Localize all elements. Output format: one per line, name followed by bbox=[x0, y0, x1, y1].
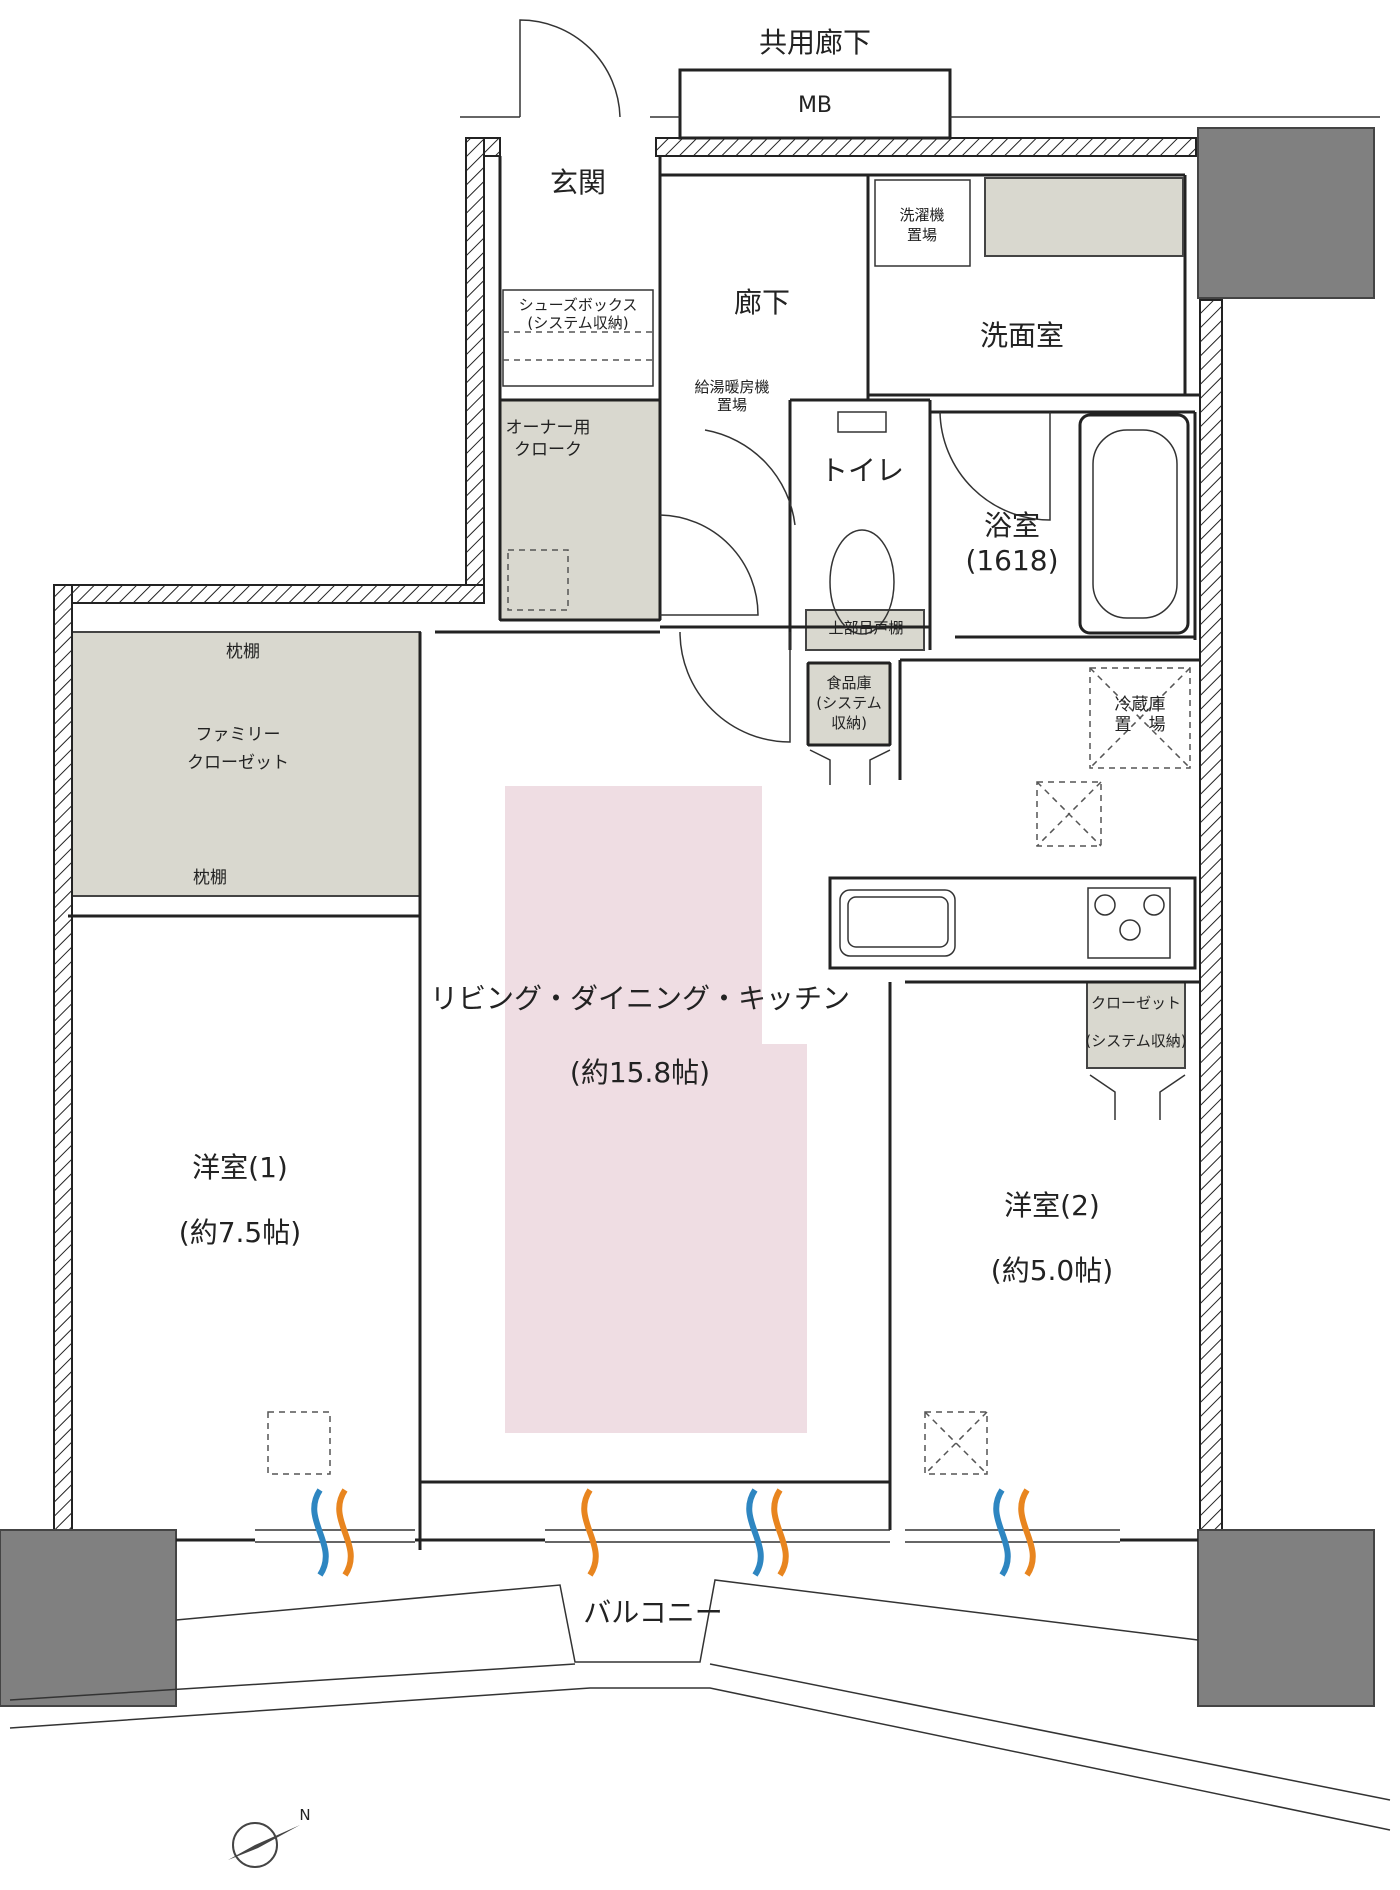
ldk-highlight bbox=[505, 786, 807, 1433]
label-ldk-size: (約15.8帖) bbox=[570, 1056, 710, 1089]
label-entrance: 玄関 bbox=[550, 166, 606, 199]
vanity-counter bbox=[984, 177, 1184, 257]
exterior-walls bbox=[53, 137, 1223, 1541]
label-shoe-box-sub: (システム収納) bbox=[527, 314, 628, 332]
owner-closet-area bbox=[499, 399, 661, 621]
label-mb: MB bbox=[798, 93, 832, 118]
label-toilet: トイレ bbox=[820, 454, 904, 487]
label-pillow-shelf-top: 枕棚 bbox=[226, 642, 260, 662]
mb-box bbox=[460, 68, 1380, 140]
entrance-door bbox=[519, 19, 621, 118]
label-western1: 洋室(1) bbox=[192, 1151, 288, 1184]
sink-icon bbox=[839, 889, 956, 957]
label-western2: 洋室(2) bbox=[1004, 1189, 1100, 1222]
airflow-icon bbox=[311, 1488, 1036, 1577]
label-bathroom: 浴室 bbox=[984, 509, 1040, 542]
closet2-area bbox=[1086, 981, 1186, 1069]
compass-icon bbox=[228, 1822, 300, 1868]
label-common-corridor: 共用廊下 bbox=[759, 26, 871, 59]
toilet-icon bbox=[829, 411, 895, 635]
kitchen-counter bbox=[828, 876, 1197, 970]
label-water-heater-sub: 置場 bbox=[717, 396, 747, 414]
label-western2-size: (約5.0帖) bbox=[991, 1254, 1113, 1287]
label-bathroom-size: (1618) bbox=[965, 544, 1058, 577]
label-family-closet-sub: クローゼット bbox=[187, 753, 289, 773]
stove-icon bbox=[1087, 887, 1171, 959]
label-balcony: バルコニー bbox=[583, 1596, 722, 1629]
label-closet2: クローゼット bbox=[1091, 994, 1181, 1012]
label-closet2-sub: (システム収納) bbox=[1085, 1032, 1186, 1050]
column-top-right bbox=[1197, 127, 1375, 299]
label-water-heater: 給湯暖房機 bbox=[694, 378, 769, 396]
label-owner-closet: オーナー用 bbox=[506, 418, 591, 438]
family-closet-area bbox=[67, 631, 421, 897]
label-shoe-box: シューズボックス bbox=[519, 296, 638, 314]
ceiling-vents bbox=[267, 549, 1191, 1475]
label-washroom: 洗面室 bbox=[980, 319, 1064, 352]
interior-walls bbox=[68, 156, 1200, 1550]
label-western1-size: (約7.5帖) bbox=[179, 1216, 301, 1249]
label-washer-sub: 置場 bbox=[907, 226, 937, 244]
label-fridge: 冷蔵庫 bbox=[1115, 695, 1166, 715]
label-upper-cabinet: 上部吊戸棚 bbox=[828, 619, 903, 637]
label-pillow-shelf-bottom: 枕棚 bbox=[193, 868, 227, 888]
column-bottom-right bbox=[1197, 1529, 1375, 1707]
shoe-box bbox=[502, 289, 654, 387]
bathtub-icon bbox=[1078, 413, 1190, 635]
label-pantry-sub: (システム bbox=[816, 694, 881, 712]
balcony-outline bbox=[9, 1579, 1391, 1831]
upper-cabinet-area bbox=[805, 609, 925, 651]
label-family-closet: ファミリー bbox=[196, 725, 281, 745]
washer-icon bbox=[874, 179, 971, 267]
label-pantry-sub2: 収納) bbox=[831, 714, 867, 732]
column-bottom-left bbox=[0, 1529, 177, 1707]
doors bbox=[659, 411, 1186, 1120]
label-owner-closet-sub: クローク bbox=[514, 440, 582, 460]
label-ldk: リビング・ダイニング・キッチン bbox=[430, 982, 850, 1015]
label-fridge-sub: 置 場 bbox=[1115, 715, 1166, 735]
label-pantry: 食品庫 bbox=[826, 674, 871, 692]
windows bbox=[176, 1529, 1198, 1543]
label-washer: 洗濯機 bbox=[899, 206, 944, 224]
label-compass-n: N bbox=[299, 1806, 310, 1824]
label-hallway: 廊下 bbox=[734, 286, 790, 319]
pantry-area bbox=[807, 662, 891, 746]
